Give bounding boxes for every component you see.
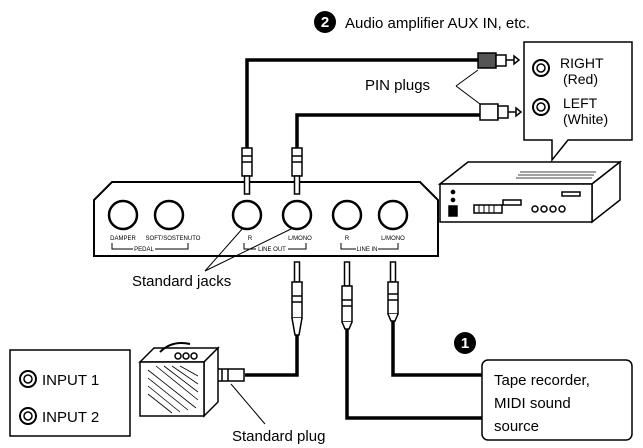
amplifier-aux-label: Audio amplifier AUX IN, etc.: [345, 15, 530, 32]
line-out-r-label: R: [248, 236, 253, 242]
line-out-r-jack-icon: [231, 199, 263, 231]
aux-right-jack-icon: [532, 59, 550, 77]
input2-jack-icon: [19, 407, 37, 425]
aux-left-label: LEFT: [563, 95, 598, 111]
audio-amplifier-icon: [437, 160, 623, 224]
pin-plug-red: [477, 52, 521, 69]
aux-left-color: (White): [563, 111, 608, 127]
standard-jacks-pointers: [204, 227, 294, 272]
line-plugs-lower: [291, 261, 399, 336]
soft-sostenuto-jack-icon: [153, 199, 185, 231]
pin-plug-white: [479, 103, 523, 121]
source-line3: source: [494, 418, 539, 435]
standard-jacks-label: Standard jacks: [132, 273, 231, 290]
standard-plug-label: Standard plug: [232, 428, 325, 445]
aux-cables: [245, 58, 482, 148]
pin-plugs-pointers: [455, 69, 481, 105]
input1-label: INPUT 1: [42, 372, 99, 389]
line-in-r-jack-icon: [331, 199, 363, 231]
amp-inputs-box: INPUT 1 INPUT 2: [9, 349, 131, 437]
aux-left-jack-icon: [532, 98, 550, 116]
input1-jack-icon: [19, 370, 37, 388]
guitar-amplifier-icon: [138, 342, 220, 418]
line-in-l-label: L/MONO: [381, 236, 405, 242]
line-out-l-label: L/MONO: [288, 236, 312, 242]
line-out-label: LINE OUT: [258, 247, 286, 253]
standard-plug-pointer: [230, 383, 266, 425]
damper-jack-icon: [107, 199, 139, 231]
line-in-label: LINE IN: [356, 247, 377, 253]
line-out-l-jack-icon: [281, 199, 313, 231]
pedal-label: PEDAL: [134, 247, 154, 253]
callout-2-number: 2: [321, 14, 329, 31]
aux-in-box: RIGHT (Red) LEFT (White): [523, 41, 633, 163]
source-line1: Tape recorder,: [494, 372, 590, 389]
line-in-l-jack-icon: [377, 199, 409, 231]
line-in-r-label: R: [345, 236, 350, 242]
source-line2: MIDI sound: [494, 395, 571, 412]
source-box: Tape recorder, MIDI sound source: [481, 359, 633, 441]
callout-1: 1: [454, 332, 476, 354]
input2-label: INPUT 2: [42, 409, 99, 426]
aux-right-color: (Red): [563, 71, 598, 87]
soft-sostenuto-label: SOFT/SOSTENUTO: [146, 236, 201, 242]
damper-label: DAMPER: [110, 236, 136, 242]
callout-2: 2: [314, 11, 336, 33]
aux-right-label: RIGHT: [560, 55, 604, 71]
lower-cables: [245, 320, 482, 420]
instrument-panel: DAMPER SOFT/SOSTENUTO R L/MONO R L/MONO …: [93, 181, 439, 257]
pin-plugs-label: PIN plugs: [365, 77, 430, 94]
line-out-plugs: [241, 147, 303, 195]
callout-1-number: 1: [461, 335, 469, 352]
